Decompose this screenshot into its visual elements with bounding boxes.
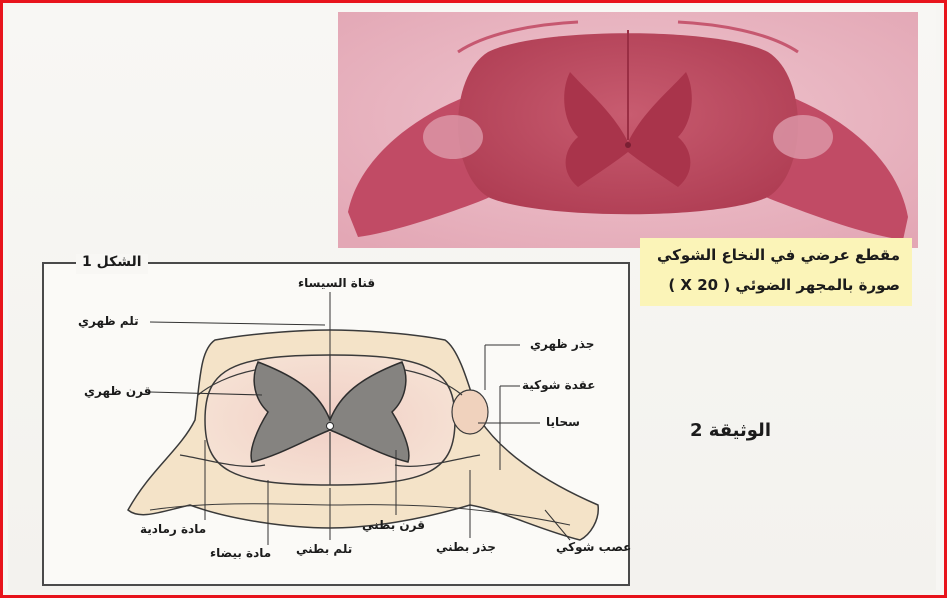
- label-spinal-nerve: عصب شوكي: [556, 540, 631, 554]
- label-dorsal-root: جذر ظهري: [530, 337, 594, 351]
- label-ventral-sulcus: تلم بطني: [296, 542, 352, 556]
- label-ventral-root: جذر بطني: [436, 540, 496, 554]
- label-spinal-ganglion: عقدة شوكية: [522, 378, 596, 392]
- label-white-matter: مادة بيضاء: [210, 546, 271, 560]
- label-dorsal-horn: قرن ظهري: [84, 384, 151, 398]
- label-central-canal: قناة السيساء: [298, 276, 375, 290]
- label-meninges: سحايا: [546, 415, 580, 429]
- label-grey-matter: مادة رمادية: [140, 522, 206, 536]
- document-label: الوثيقة 2: [690, 420, 771, 441]
- label-ventral-horn: قرن بطني: [362, 518, 425, 532]
- label-dorsal-sulcus: تلم ظهري: [78, 314, 139, 328]
